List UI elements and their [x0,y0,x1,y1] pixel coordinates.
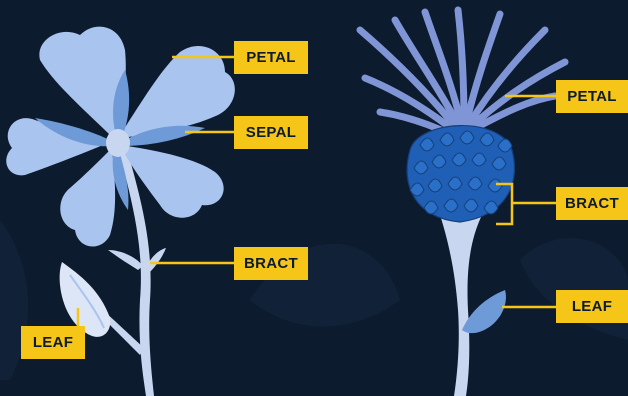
left-sepal-label: SEPAL [234,116,308,149]
right-stem [440,215,482,396]
left-bract [108,250,143,270]
right-leaf-label: LEAF [556,290,628,323]
left-bract-label: BRACT [234,247,308,280]
left-flower-center [106,129,130,157]
right-leaf [462,290,506,333]
right-petal-label: PETAL [556,80,628,113]
left-leaf-label: LEAF [21,326,85,359]
right-bract-label: BRACT [556,187,628,220]
left-petal-label: PETAL [234,41,308,74]
right-thistle-petals [360,10,565,136]
